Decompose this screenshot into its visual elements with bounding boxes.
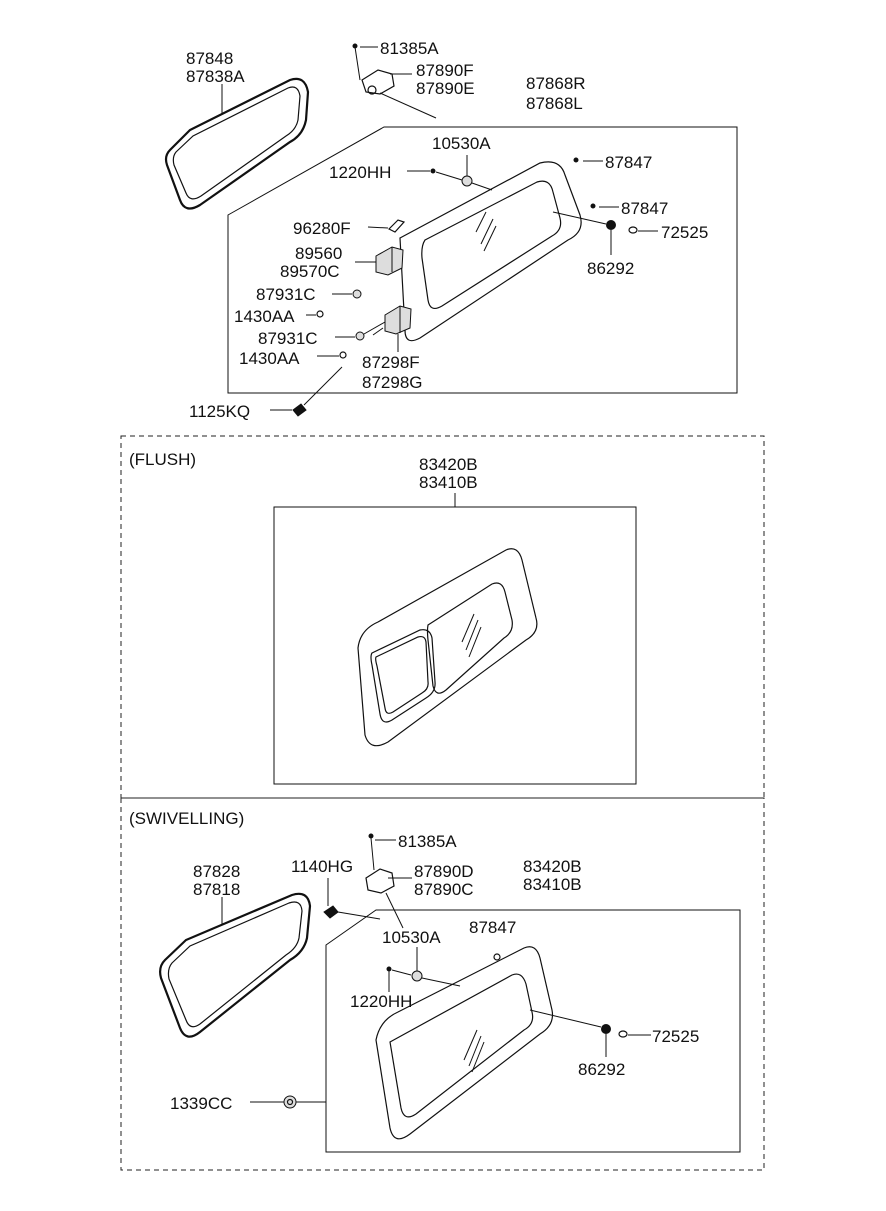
hinge-upper bbox=[375, 246, 404, 276]
label-87847-a: 87847 bbox=[605, 153, 652, 172]
label-87868L: 87868L bbox=[526, 94, 583, 113]
label-86292: 86292 bbox=[587, 259, 634, 278]
label-81385A-swivel: 81385A bbox=[398, 832, 457, 851]
label-89560: 89560 bbox=[295, 244, 342, 263]
label-87298F: 87298F bbox=[362, 353, 420, 372]
weatherstrip-part bbox=[164, 77, 310, 210]
swivel-glass-panel bbox=[375, 946, 554, 1140]
label-87847-swivel: 87847 bbox=[469, 918, 516, 937]
label-87931C-a: 87931C bbox=[256, 285, 316, 304]
label-89570C: 89570C bbox=[280, 262, 340, 281]
label-87838A: 87838A bbox=[186, 67, 245, 86]
label-86292-swivel: 86292 bbox=[578, 1060, 625, 1079]
weatherstrip-part-swivel bbox=[159, 892, 312, 1038]
swivelling-label: (SWIVELLING) bbox=[129, 809, 244, 828]
flush-section: (FLUSH) 83420B 83410B bbox=[120, 435, 765, 799]
top-labels: 87848 87838A 81385A 87890F 87890E 87868R… bbox=[186, 39, 708, 421]
label-10530A-swivel: 10530A bbox=[382, 928, 441, 947]
label-83420B-swivel: 83420B bbox=[523, 857, 582, 876]
label-72525: 72525 bbox=[661, 223, 708, 242]
label-87847-b: 87847 bbox=[621, 199, 668, 218]
top-assembly bbox=[164, 43, 738, 417]
label-87890F: 87890F bbox=[416, 61, 474, 80]
hinge-lower bbox=[384, 305, 412, 335]
label-1339CC: 1339CC bbox=[170, 1094, 232, 1113]
label-87890D: 87890D bbox=[414, 862, 474, 881]
glass-assy-frame bbox=[227, 126, 738, 394]
label-87890E: 87890E bbox=[416, 79, 475, 98]
label-1430AA-a: 1430AA bbox=[234, 307, 295, 326]
label-96280F: 96280F bbox=[293, 219, 351, 238]
label-10530A: 10530A bbox=[432, 134, 491, 153]
label-72525-swivel: 72525 bbox=[652, 1027, 699, 1046]
label-87890C: 87890C bbox=[414, 880, 474, 899]
flush-glass-panel bbox=[357, 548, 538, 747]
glass-panel bbox=[399, 161, 582, 342]
label-1220HH-swivel: 1220HH bbox=[350, 992, 412, 1011]
label-87298G: 87298G bbox=[362, 373, 423, 392]
label-83410B-flush: 83410B bbox=[419, 473, 478, 492]
label-87931C-b: 87931C bbox=[258, 329, 318, 348]
label-81385A: 81385A bbox=[380, 39, 439, 58]
label-1430AA-b: 1430AA bbox=[239, 349, 300, 368]
label-83420B-flush: 83420B bbox=[419, 455, 478, 474]
label-87818: 87818 bbox=[193, 880, 240, 899]
swivelling-section: (SWIVELLING) bbox=[120, 797, 765, 1171]
label-1220HH: 1220HH bbox=[329, 163, 391, 182]
label-83410B-swivel: 83410B bbox=[523, 875, 582, 894]
swivelling-labels: 81385A 1140HG 87890D 87890C 87828 87818 … bbox=[170, 832, 699, 1113]
label-87848: 87848 bbox=[186, 49, 233, 68]
label-87868R: 87868R bbox=[526, 74, 586, 93]
label-1140HG: 1140HG bbox=[291, 857, 353, 876]
flush-label: (FLUSH) bbox=[129, 450, 196, 469]
latch-part bbox=[352, 43, 395, 95]
label-87828: 87828 bbox=[193, 862, 240, 881]
label-1125KQ: 1125KQ bbox=[189, 402, 250, 421]
